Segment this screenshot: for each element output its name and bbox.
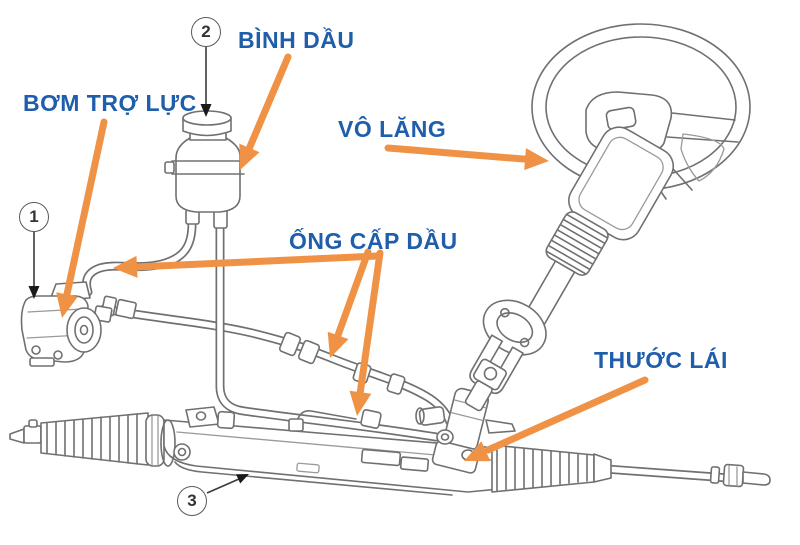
callout-arrow-2 — [200, 47, 212, 117]
steering-column-drawing — [464, 126, 675, 412]
valve-housing-drawing — [415, 387, 516, 474]
callout-1: 1 — [19, 202, 49, 232]
leader-arrow-pump — [56, 118, 108, 318]
leader-arrow-steering-wheel — [384, 144, 549, 171]
reservoir-drawing — [164, 110, 245, 229]
callout-arrow-3 — [206, 474, 249, 494]
oil-hoses-drawing — [82, 219, 455, 442]
leader-arrow-steering-rack — [464, 376, 649, 462]
leader-arrow-oil-line-left — [113, 252, 382, 278]
label-pump: BƠM TRỢ LỰC — [23, 90, 197, 116]
callout-2: 2 — [191, 17, 221, 47]
label-steering-rack: THƯỚC LÁI — [594, 347, 728, 373]
steering-wheel-drawing — [531, 23, 751, 200]
leader-arrow-reservoir — [239, 53, 292, 170]
label-oil-lines: ỐNG CẤP DẦU — [289, 228, 458, 254]
label-steering-wheel: VÔ LĂNG — [338, 116, 447, 142]
callout-arrow-1 — [28, 232, 40, 299]
leader-arrow-oil-line-mid — [327, 248, 372, 358]
pump-drawing — [20, 281, 113, 367]
callout-3: 3 — [177, 486, 207, 516]
steering-rack-drawing — [9, 406, 771, 496]
label-reservoir: BÌNH DẦU — [238, 27, 355, 53]
leader-arrow-oil-line-right — [349, 249, 384, 416]
